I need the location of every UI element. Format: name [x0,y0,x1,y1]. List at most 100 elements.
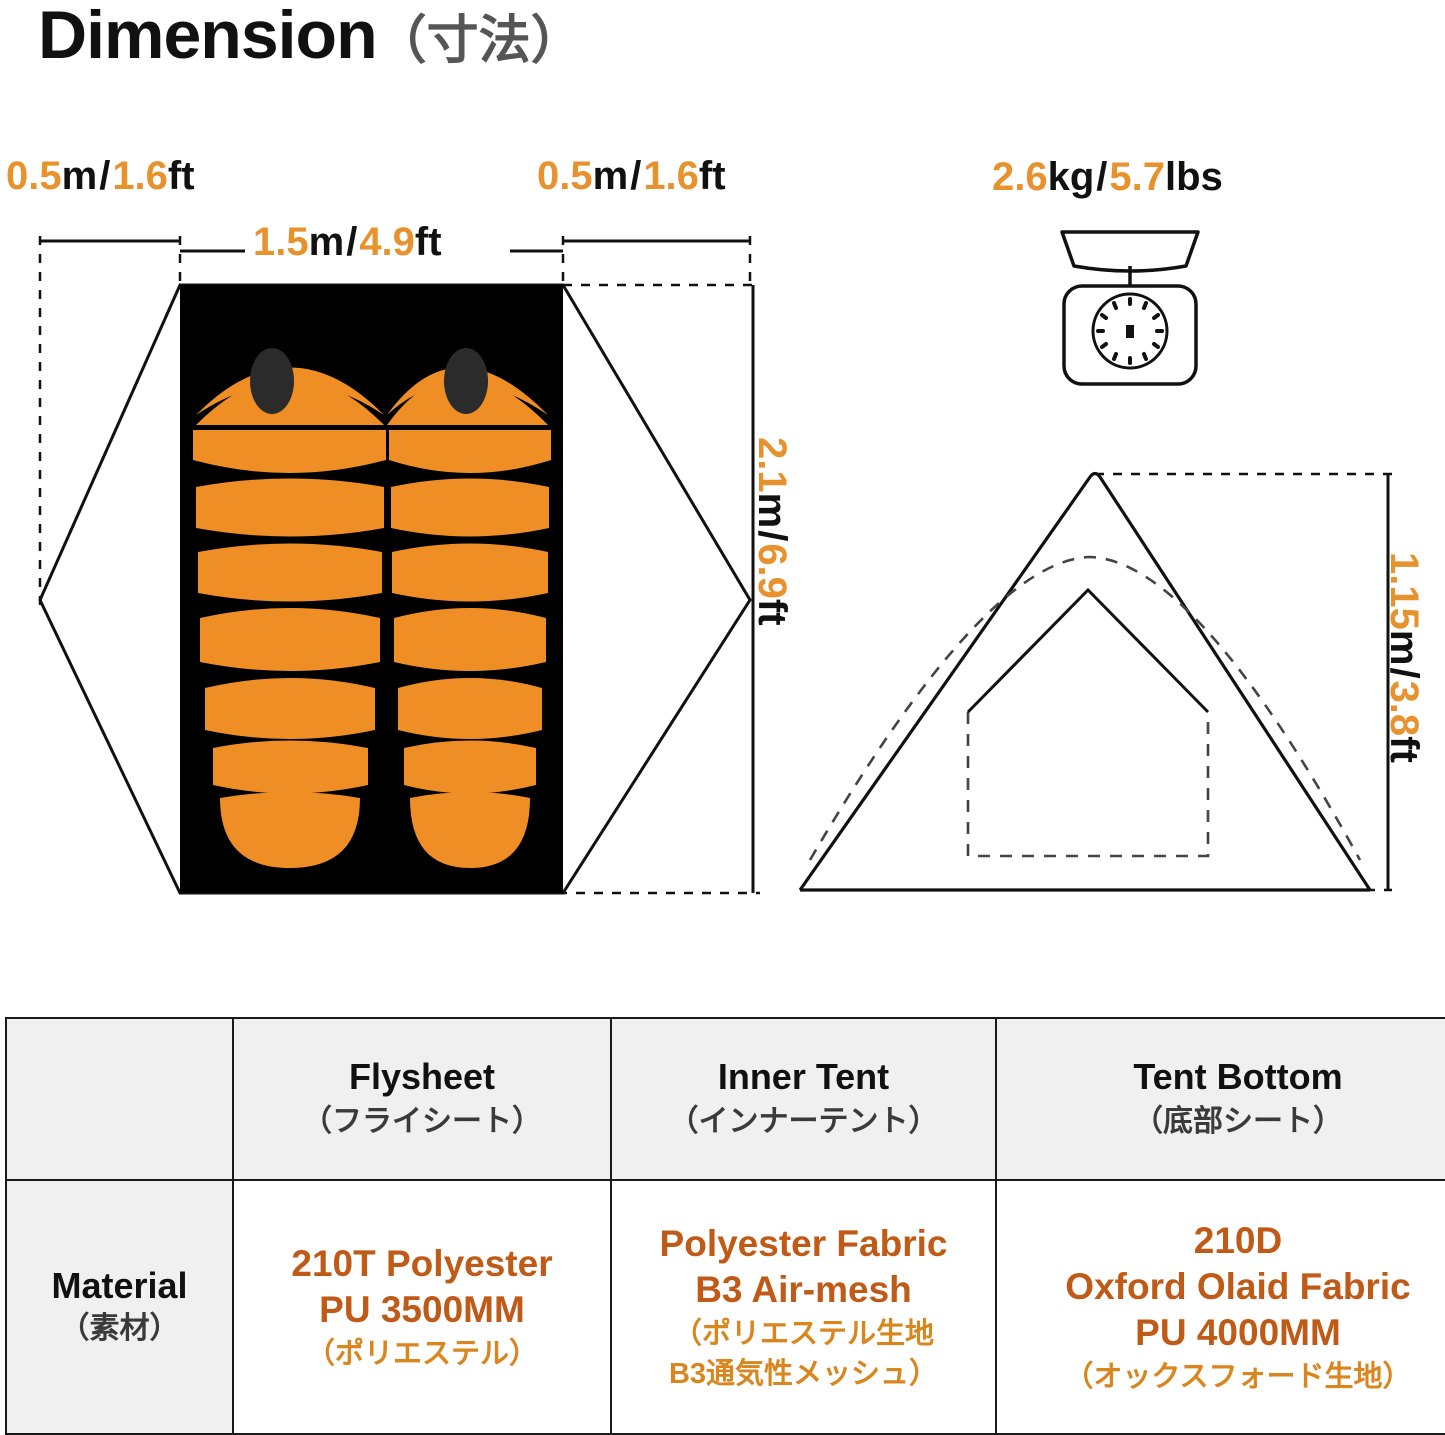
inner-tent-material-line2: B3 Air-mesh [695,1269,912,1311]
tent-door-triangle [966,587,1210,714]
cell-inner-tent-material: Polyester Fabric B3 Air-mesh （ポリエステル生地 B… [610,1179,997,1435]
figure-band-left-3 [198,543,382,602]
right-vestibule-imperial: 1.6 [643,154,699,198]
tent-side-view [798,471,1392,892]
header-inner-tent-en: Inner Tent [717,1056,890,1098]
kitchen-scale-icon [1060,230,1200,386]
width-imperial-unit: ft [414,220,442,264]
header-flysheet-jp: （フライシート） [302,1104,542,1138]
figure-band-right-6 [404,740,536,794]
table-header-flysheet: Flysheet （フライシート） [232,1017,612,1181]
figure-pupil-right [444,348,488,414]
inner-tent-material-jp2: B3通気性メッシュ） [668,1358,939,1391]
figure-band-right-3 [392,543,548,602]
flysheet-material-jp1: （ポリエステル） [305,1338,538,1371]
weight-sep: / [1096,155,1108,199]
scale-dial [1091,292,1169,370]
right-vestibule-sep: / [630,154,642,198]
figure-band-left-4 [200,608,380,671]
weight-imperial: 5.7 [1109,155,1166,199]
scale-tray [1060,230,1200,273]
weight-metric-unit: kg [1047,155,1095,199]
figure-pupil-left [250,348,294,414]
header-flysheet-en: Flysheet [348,1056,496,1098]
tent-bottom-material-line2: Oxford Olaid Fabric [1065,1265,1411,1307]
height-sep: / [1382,667,1426,679]
left-vestibule-imperial: 1.6 [112,154,168,198]
figure-brow-left [196,367,384,415]
page-title: Dimension（寸法） [38,0,583,73]
figure-foot-left [220,792,360,868]
height-imperial-unit: ft [1382,736,1426,763]
left-vestibule-metric: 0.5 [6,154,62,198]
depth-metric-unit: m [750,492,794,529]
left-vestibule-imperial-unit: ft [167,154,195,198]
width-imperial: 4.9 [359,220,415,264]
right-vestibule-metric: 0.5 [537,154,593,198]
weight-imperial-unit: lbs [1165,155,1223,199]
figure-head-left [196,377,384,425]
table-header-row: Flysheet （フライシート） Inner Tent （インナーテント） T… [5,1017,1445,1181]
width-metric-unit: m [308,220,345,264]
label-right-vestibule: 0.5m/1.6ft [537,156,726,196]
page-title-japanese: （寸法） [374,12,583,70]
inner-tent-material-line1: Polyester Fabric [659,1222,948,1264]
sleeping-figure-left [193,348,386,868]
height-metric: 1.15 [1382,552,1426,630]
figure-brow-right [387,367,548,415]
height-metric-unit: m [1382,629,1426,666]
label-left-vestibule: 0.5m/1.6ft [6,156,195,196]
right-vestibule-imperial-unit: ft [698,154,726,198]
height-imperial: 3.8 [1382,680,1426,737]
figure-band-left-5 [205,678,375,739]
table-header-corner-cell [5,1017,234,1181]
figure-band-right-5 [398,678,542,739]
figure-band-right-4 [394,608,546,671]
weight-metric: 2.6 [992,155,1048,199]
left-vestibule-metric-unit: m [61,154,98,198]
right-vestibule-metric-unit: m [592,154,629,198]
tent-bottom-material-line1: 210D [1193,1219,1283,1261]
figure-foot-right [410,792,530,868]
flysheet-material-line2: PU 3500MM [319,1289,525,1331]
table-row: Material （素材） 210T Polyester PU 3500MM （… [5,1179,1445,1435]
depth-imperial: 6.9 [750,543,794,599]
figure-band-right-2 [391,478,549,537]
tent-bottom-material-line3: PU 4000MM [1135,1312,1341,1354]
tent-inner-dome-dashed [808,555,1362,861]
row-label-material-en: Material [51,1264,188,1306]
depth-metric: 2.1 [750,437,794,493]
materials-table: Flysheet （フライシート） Inner Tent （インナーテント） T… [5,1017,1445,1435]
header-inner-tent-jp: （インナーテント） [668,1104,939,1138]
label-height: 1.15m/3.8ft [1382,552,1426,763]
label-weight: 2.6kg/5.7lbs [992,157,1223,197]
tent-fly-outline [798,471,1372,891]
left-vestibule-sep: / [99,154,111,198]
scale-needle [1126,325,1134,338]
page-title-english: Dimension [38,0,378,73]
flysheet-material-line1: 210T Polyester [291,1242,553,1284]
scale-body [1062,284,1198,386]
cell-tent-bottom-material: 210D Oxford Olaid Fabric PU 4000MM （オックス… [995,1179,1445,1435]
inner-tent-material-jp1: （ポリエステル生地 [672,1318,934,1351]
table-header-tent-bottom: Tent Bottom （底部シート） [995,1017,1445,1181]
depth-imperial-unit: ft [750,598,794,626]
figure-band-left-2 [196,478,384,537]
tent-bottom-material-jp1: （オックスフォード生地） [1064,1361,1412,1394]
label-depth: 2.1m/6.9ft [750,437,794,626]
table-header-inner-tent: Inner Tent （インナーテント） [610,1017,997,1181]
figure-band-left-6 [213,740,368,794]
cell-flysheet-material: 210T Polyester PU 3500MM （ポリエステル） [232,1179,612,1435]
figure-band-right-1 [389,430,551,473]
tent-inner-walls-dashed [966,712,1210,858]
depth-sep: / [750,530,794,542]
width-metric: 1.5 [253,220,309,264]
width-sep: / [346,220,358,264]
label-width: 1.5m/4.9ft [253,222,442,262]
row-label-material: Material （素材） [5,1179,234,1435]
figure-band-left-1 [193,430,386,473]
row-label-material-jp: （素材） [59,1312,180,1346]
scale-dial-ticks [1096,297,1164,365]
